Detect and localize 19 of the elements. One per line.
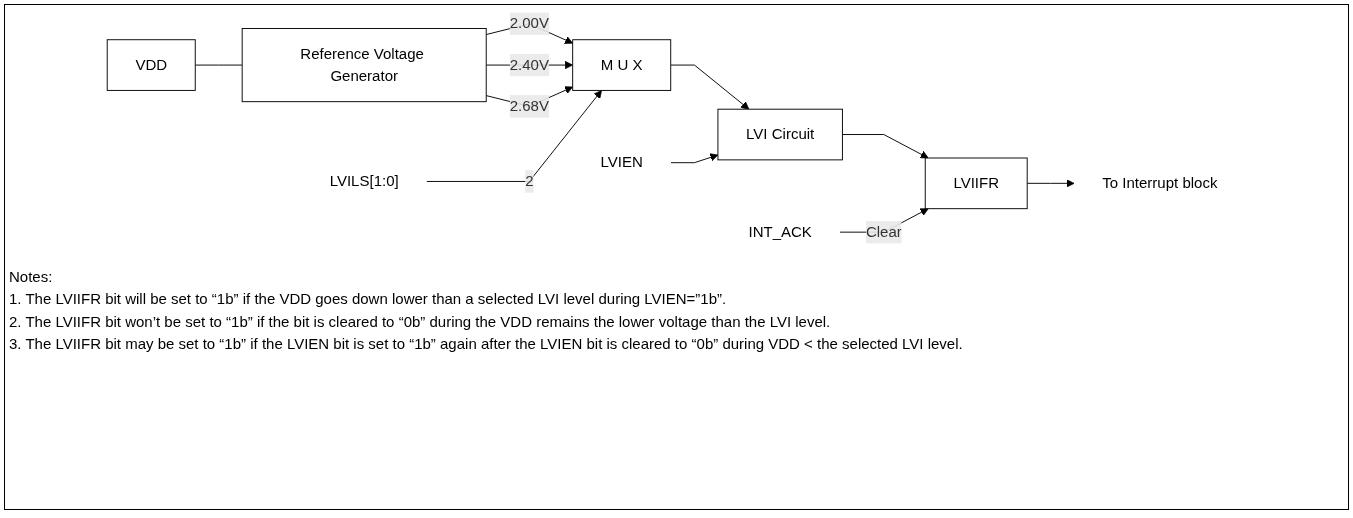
node-text: INT_ACK: [748, 223, 812, 240]
node-box: VDD: [106, 39, 196, 91]
note-text: 2. The LVIIFR bit won’t be set to “1b” if the bit is cleared to “0b” during the VDD remains the lower voltage than the LVI level.: [9, 311, 832, 332]
edge-label: Clear: [865, 223, 902, 240]
node-box: M U X: [572, 39, 672, 91]
note-text: Notes:: [9, 267, 54, 287]
node-box: LVI Circuit: [717, 108, 843, 161]
note-text: 3. The LVIIFR bit may be set to “1b” if the LVIEN bit is set to “1b” again after the LVIEN bit is cleared to “0b” during VDD < the selected LVI level.: [9, 333, 964, 354]
edge-label: 2.40V: [509, 56, 550, 73]
note-text: 1. The LVIIFR bit will be set to “1b” if the VDD goes down lower than a selected LVI level during LVIEN=”1b”.: [9, 289, 728, 310]
edge-label: 2.00V: [509, 15, 550, 32]
node-text: LVIEN: [600, 154, 643, 171]
edge-label: 2: [525, 173, 534, 189]
edge-label: 2.68V: [509, 97, 550, 114]
node-text: To Interrupt block: [1102, 174, 1218, 191]
node-box: Reference Voltage Generator: [241, 28, 487, 103]
connector: [194, 64, 243, 66]
node-box: LVIIFR: [924, 157, 1028, 210]
node-text: LVILS[1:0]: [329, 173, 399, 189]
